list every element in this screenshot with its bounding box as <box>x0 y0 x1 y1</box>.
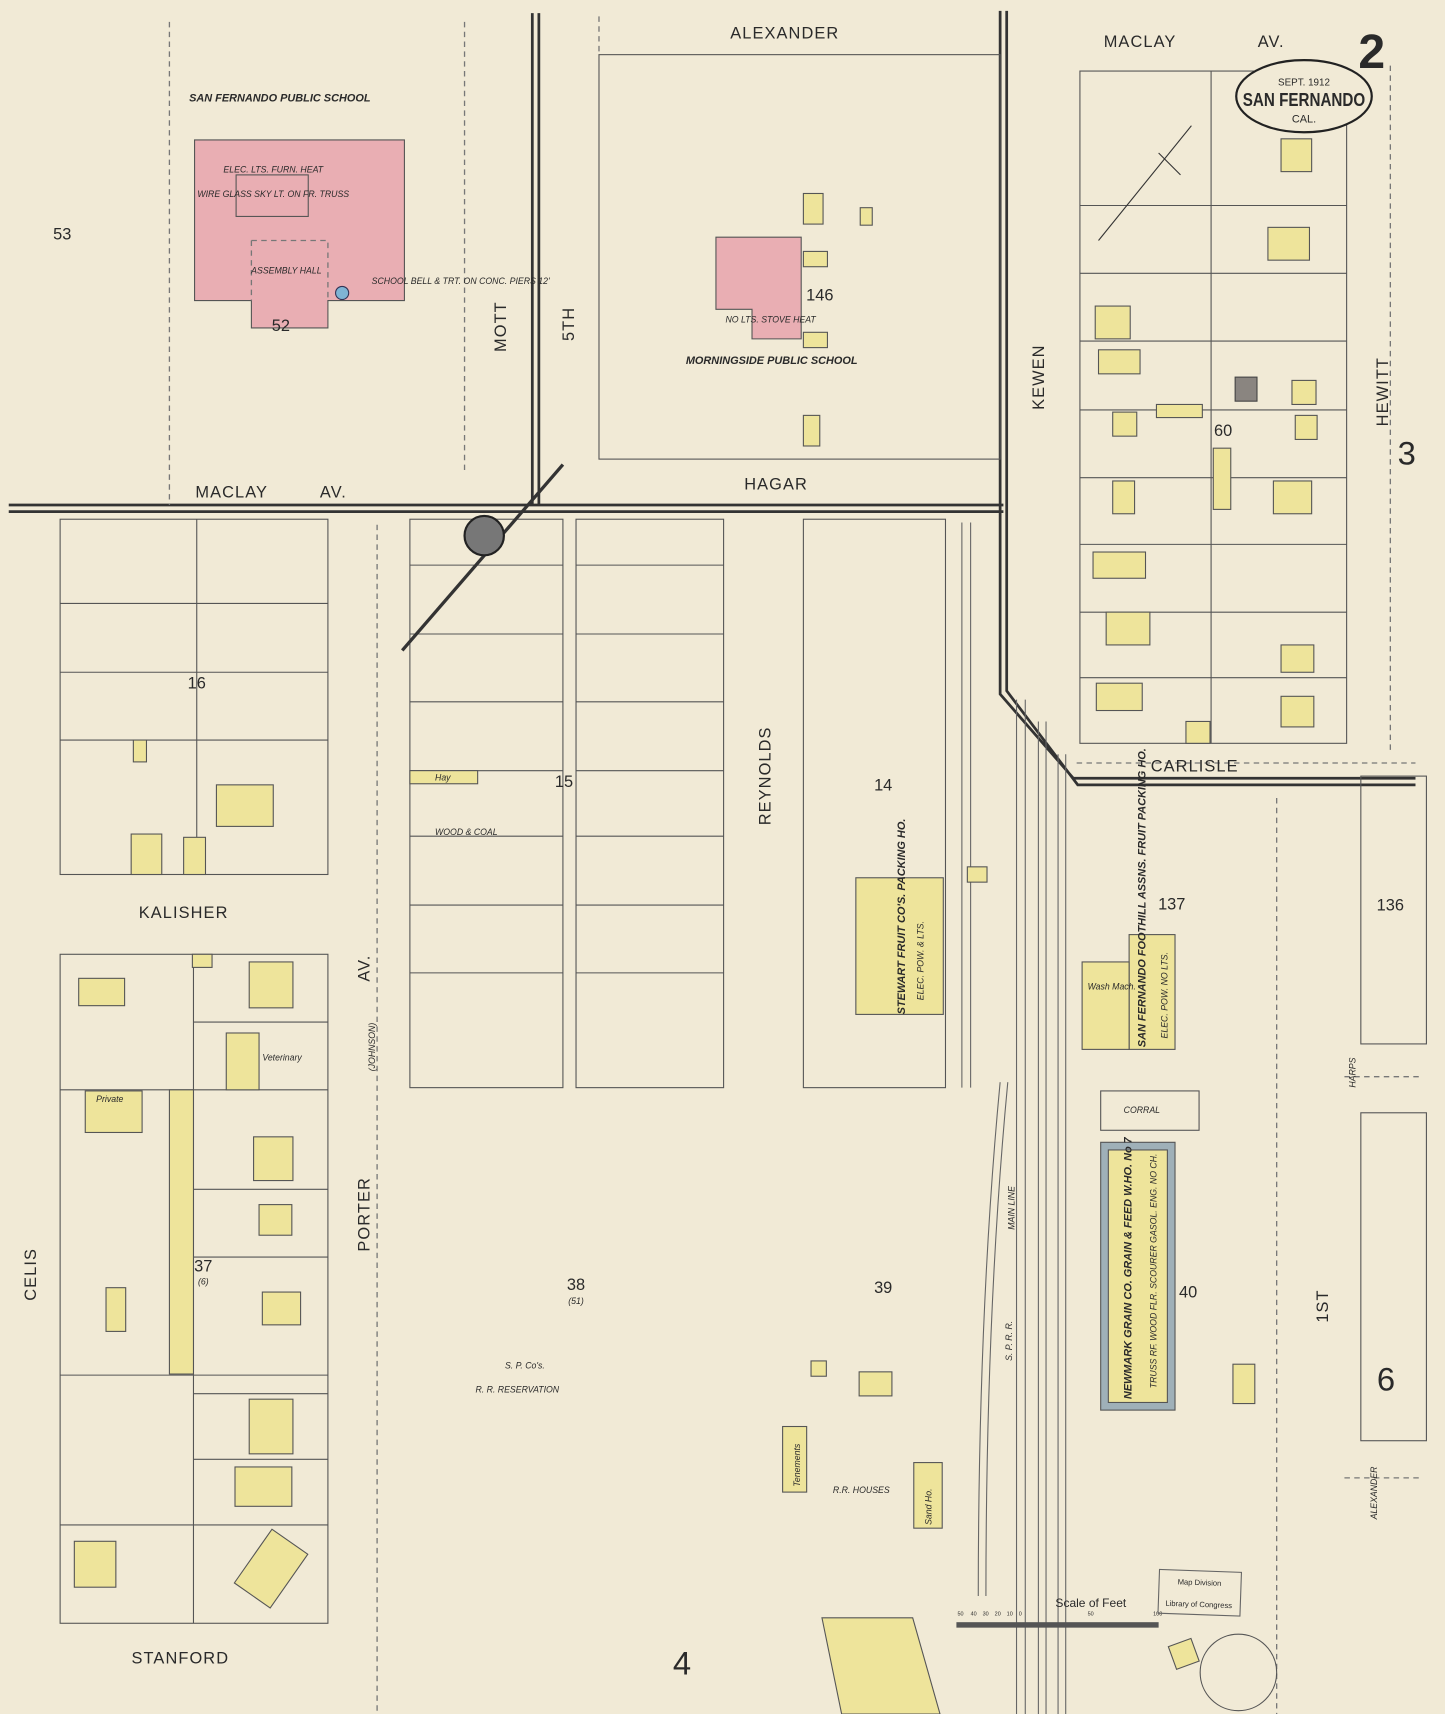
block-39: 39 <box>874 1279 892 1297</box>
scale-label: Scale of Feet <box>1055 1596 1126 1610</box>
sf-school-skylight-note: WIRE GLASS SKY LT. ON FR. TRUSS <box>197 189 349 199</box>
hay-shed <box>409 770 479 785</box>
adjoining-sheet-6: 6 <box>1377 1360 1395 1397</box>
block-52: 52 <box>272 317 290 335</box>
scale-tick: 100 <box>1153 1612 1162 1618</box>
morningside-school-label: MORNINGSIDE PUBLIC SCHOOL <box>686 355 858 367</box>
stewart-fruit-packing-house: STEWART FRUIT CO'S. PACKING HO. ELEC. PO… <box>855 819 944 1015</box>
block-16: 16 <box>188 675 206 693</box>
san-fernando-public-school: SAN FERNANDO PUBLIC SCHOOL ELEC. LTS. FU… <box>189 93 550 329</box>
title-city: SAN FERNANDO <box>1243 89 1365 110</box>
block-37: 37 <box>194 1257 212 1275</box>
morningside-public-school: NO LTS. STOVE HEAT MORNINGSIDE PUBLIC SC… <box>686 192 873 447</box>
street-harps: HARPS <box>1347 1057 1357 1087</box>
section-house-label: Sand Ho. <box>923 1488 933 1524</box>
street-mott: MOTT <box>492 301 510 352</box>
newmark-grain-warehouse: NEWMARK GRAIN CO. GRAIN & FEED W.HO. No … <box>1100 1136 1176 1411</box>
library-stamp: Map Division Library of Congress <box>1157 1568 1243 1617</box>
street-johnson: (JOHNSON) <box>367 1023 377 1072</box>
sf-school-title: SAN FERNANDO PUBLIC SCHOOL <box>189 93 371 105</box>
assembly-hall-label: ASSEMBLY HALL <box>250 265 322 275</box>
block-53: 53 <box>53 225 71 243</box>
street-hagar: HAGAR <box>744 476 808 494</box>
street-alexander-bottom: ALEXANDER <box>1369 1466 1379 1521</box>
street-porter: PORTER <box>355 1177 373 1252</box>
block-60: 60 <box>1214 422 1232 440</box>
street-reynolds: REYNOLDS <box>757 726 775 825</box>
street-celis: CELIS <box>22 1248 40 1301</box>
sheet-number: 2 <box>1358 25 1385 79</box>
scale-tick: 40 <box>971 1612 977 1618</box>
private-label: Private <box>96 1094 123 1104</box>
scale-tick: 50 <box>958 1612 964 1618</box>
street-stanford: STANFORD <box>132 1650 230 1668</box>
block-37-old: (6) <box>198 1276 209 1286</box>
street-5th: 5TH <box>560 307 578 341</box>
scale-tick: 0 <box>1019 1612 1022 1618</box>
stewart-notes: ELEC. POW. & LTS. <box>916 921 926 1000</box>
street-porter-av: AV. <box>355 955 373 982</box>
newmark-label: NEWMARK GRAIN CO. GRAIN & FEED W.HO. No … <box>1122 1136 1134 1399</box>
block-38: 38 <box>567 1276 585 1294</box>
wood-coal-label: WOOD & COAL <box>435 827 498 837</box>
north-arrow-icon <box>400 125 1192 652</box>
foothill-notes: ELEC. POW. NO LTS. <box>1159 952 1169 1038</box>
block-numbers: 53 52 146 60 16 15 14 137 136 37 (6) 38 … <box>53 225 1404 1306</box>
main-line-label: MAIN LINE <box>1006 1186 1016 1230</box>
rr-houses-label: R.R. HOUSES <box>833 1485 890 1495</box>
newmark-notes: TRUSS RF. WOOD FLR. SCOURER GASOL. ENG. … <box>1148 1154 1158 1389</box>
stamp-line-2: Library of Congress <box>1165 1599 1232 1610</box>
street-1st: 1ST <box>1314 1289 1332 1322</box>
block-38-old: (51) <box>568 1296 584 1306</box>
veterinary-label: Veterinary <box>262 1052 302 1062</box>
morningside-heat-note: NO LTS. STOVE HEAT <box>725 314 816 324</box>
scale-tick: 50 <box>1088 1612 1094 1618</box>
railroad-tracks <box>961 522 1067 1714</box>
corral-label: CORRAL <box>1124 1105 1161 1115</box>
wash-machine-label: Wash Mach. <box>1088 981 1136 991</box>
reservation-label-1: S. P. Co's. <box>505 1361 545 1371</box>
sprr-label: S. P. R. R. <box>1004 1321 1014 1361</box>
hay-label: Hay <box>435 772 451 782</box>
block-40: 40 <box>1179 1284 1197 1302</box>
foothill-packing-house: Wash Mach. SAN FERNANDO FOOTHILL ASSNS. … <box>1081 748 1176 1115</box>
foothill-label: SAN FERNANDO FOOTHILL ASSNS. FRUIT PACKI… <box>1137 748 1149 1047</box>
street-lines <box>8 10 1421 1714</box>
adjoining-sheet-4: 4 <box>673 1645 691 1682</box>
street-maclay: MACLAY <box>195 483 268 501</box>
tenements-label: Tenements <box>792 1443 802 1487</box>
scale-tick: 10 <box>1007 1612 1013 1618</box>
street-maclay-top-av: AV. <box>1258 33 1285 51</box>
adjoining-sheet-3: 3 <box>1398 435 1416 472</box>
block-146: 146 <box>806 287 833 305</box>
title-date: SEPT. 1912 <box>1278 77 1330 88</box>
block-137: 137 <box>1158 895 1185 913</box>
title-state: CAL. <box>1292 113 1316 125</box>
block-14: 14 <box>874 776 892 794</box>
school-bell-label: SCHOOL BELL & TRT. ON CONC. PIERS 12' <box>372 276 550 286</box>
scale-bar: Scale of Feet 50 40 30 20 10 0 50 100 <box>956 1596 1162 1628</box>
block-136: 136 <box>1377 897 1404 915</box>
title-cartouche: SEPT. 1912 SAN FERNANDO CAL. <box>1235 59 1373 134</box>
street-alexander: ALEXANDER <box>730 24 839 42</box>
street-labels: ALEXANDER MACLAY AV. MACLAY AV. HAGAR MO… <box>22 24 1392 1667</box>
street-maclay-top: MACLAY <box>1104 33 1177 51</box>
street-carlisle: CARLISLE <box>1151 758 1239 776</box>
reservation-label-2: R. R. RESERVATION <box>475 1385 559 1395</box>
stewart-label: STEWART FRUIT CO'S. PACKING HO. <box>896 819 908 1015</box>
scale-tick: 20 <box>995 1612 1001 1618</box>
sf-school-heat-note: ELEC. LTS. FURN. HEAT <box>223 165 323 175</box>
scale-tick: 30 <box>983 1612 989 1618</box>
stamp-line-1: Map Division <box>1178 1577 1222 1588</box>
street-hewitt: HEWITT <box>1374 357 1392 426</box>
street-kewen: KEWEN <box>1030 344 1048 410</box>
dwellings: Veterinary Private <box>73 138 1318 1714</box>
street-kalisher: KALISHER <box>139 904 229 922</box>
street-maclay-av: AV. <box>320 483 347 501</box>
block-15: 15 <box>555 773 573 791</box>
